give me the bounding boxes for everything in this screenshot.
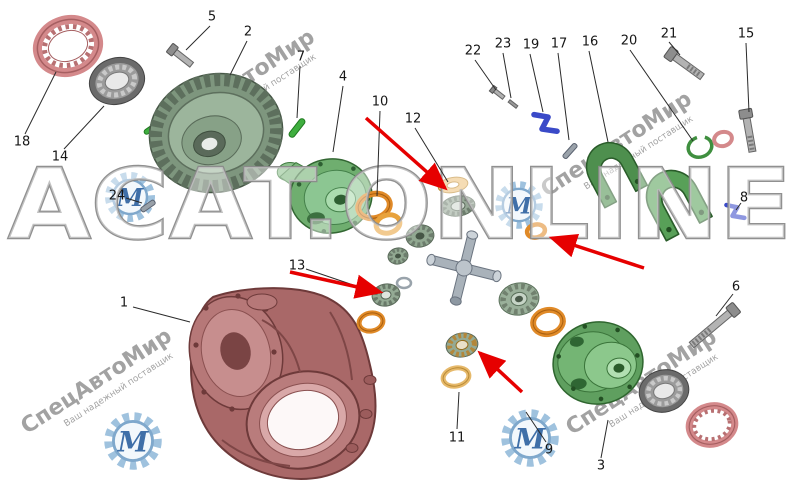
bearing — [638, 369, 690, 413]
callout-2: 2 — [243, 24, 253, 40]
callout-1: 1 — [119, 295, 129, 311]
part-4-diff-case-half — [276, 158, 373, 234]
callout-8: 8 — [739, 190, 749, 206]
part-20-snap-ring — [686, 134, 714, 160]
part-1-housing — [188, 287, 377, 481]
side-gear-washer — [530, 306, 566, 338]
part-11-washer — [440, 365, 472, 389]
callout-24: 24 — [108, 188, 126, 204]
logo-letter: M — [116, 183, 145, 212]
part-9-side-gear — [498, 282, 540, 316]
bearing-cap — [645, 169, 713, 242]
part-3-diff-case — [552, 321, 644, 405]
part-12-bevel-gear — [440, 195, 476, 217]
red-arrows — [289, 116, 645, 394]
red-arrow — [289, 270, 384, 299]
gear-logo: M — [104, 412, 162, 470]
gear-logo: M — [495, 181, 543, 229]
callout-4: 4 — [338, 69, 348, 85]
callout-9: 9 — [544, 442, 554, 458]
part-15-bolt — [738, 107, 757, 153]
gear-logo: M — [105, 172, 155, 222]
callout-18: 18 — [13, 134, 31, 150]
callout-6: 6 — [731, 279, 741, 295]
callout-16: 16 — [581, 34, 599, 50]
leader-lines — [24, 25, 750, 459]
gear-logo: M — [501, 409, 559, 467]
part-8-clip — [724, 202, 747, 221]
pink-washer — [712, 129, 734, 149]
part-14-bearing — [88, 56, 146, 106]
lock-ring — [685, 402, 739, 448]
part-13-washer — [356, 310, 386, 334]
callout-13: 13 — [288, 258, 306, 274]
part-23-pin — [507, 99, 519, 109]
part-2-ring-gear — [148, 72, 284, 194]
part-5-bolt — [166, 43, 195, 68]
part-19-clip — [531, 111, 560, 134]
part-24-pin — [140, 199, 156, 213]
callout-20: 20 — [620, 33, 638, 49]
callout-15: 15 — [737, 26, 755, 42]
logo-letter: M — [514, 422, 547, 455]
part-16-bearing-cap — [585, 141, 649, 209]
callout-10: 10 — [371, 94, 389, 110]
callout-5: 5 — [207, 9, 217, 25]
callout-3: 3 — [596, 458, 606, 474]
part-18-lock-ring — [32, 14, 104, 78]
red-arrow — [364, 116, 448, 191]
red-arrow — [548, 233, 645, 270]
logo-letter: M — [117, 425, 150, 458]
pinion-gear — [405, 224, 435, 248]
callout-21: 21 — [660, 26, 678, 42]
callout-7: 7 — [296, 49, 306, 65]
small-washer — [524, 222, 548, 240]
callout-23: 23 — [494, 36, 512, 52]
logo-letter: M — [505, 194, 532, 220]
part-10-washers — [355, 190, 403, 236]
callout-12: 12 — [404, 111, 422, 127]
callout-14: 14 — [51, 149, 69, 165]
callout-22: 22 — [464, 43, 482, 59]
red-arrow — [477, 350, 524, 394]
o-ring — [395, 276, 413, 290]
part-11-bevel-gear — [445, 332, 479, 358]
callout-11: 11 — [448, 430, 466, 446]
part-21-bolt — [663, 46, 705, 81]
callout-19: 19 — [522, 37, 540, 53]
callout-17: 17 — [550, 36, 568, 52]
site-watermark: ACAT.ONLINE — [8, 148, 792, 261]
part-spider-cross — [426, 230, 502, 306]
part-6-bolt — [688, 302, 741, 349]
part-22-bolt — [488, 84, 506, 100]
pinion-gear — [387, 247, 409, 265]
part-7-pin — [288, 118, 306, 138]
part-17-pin — [562, 142, 578, 160]
